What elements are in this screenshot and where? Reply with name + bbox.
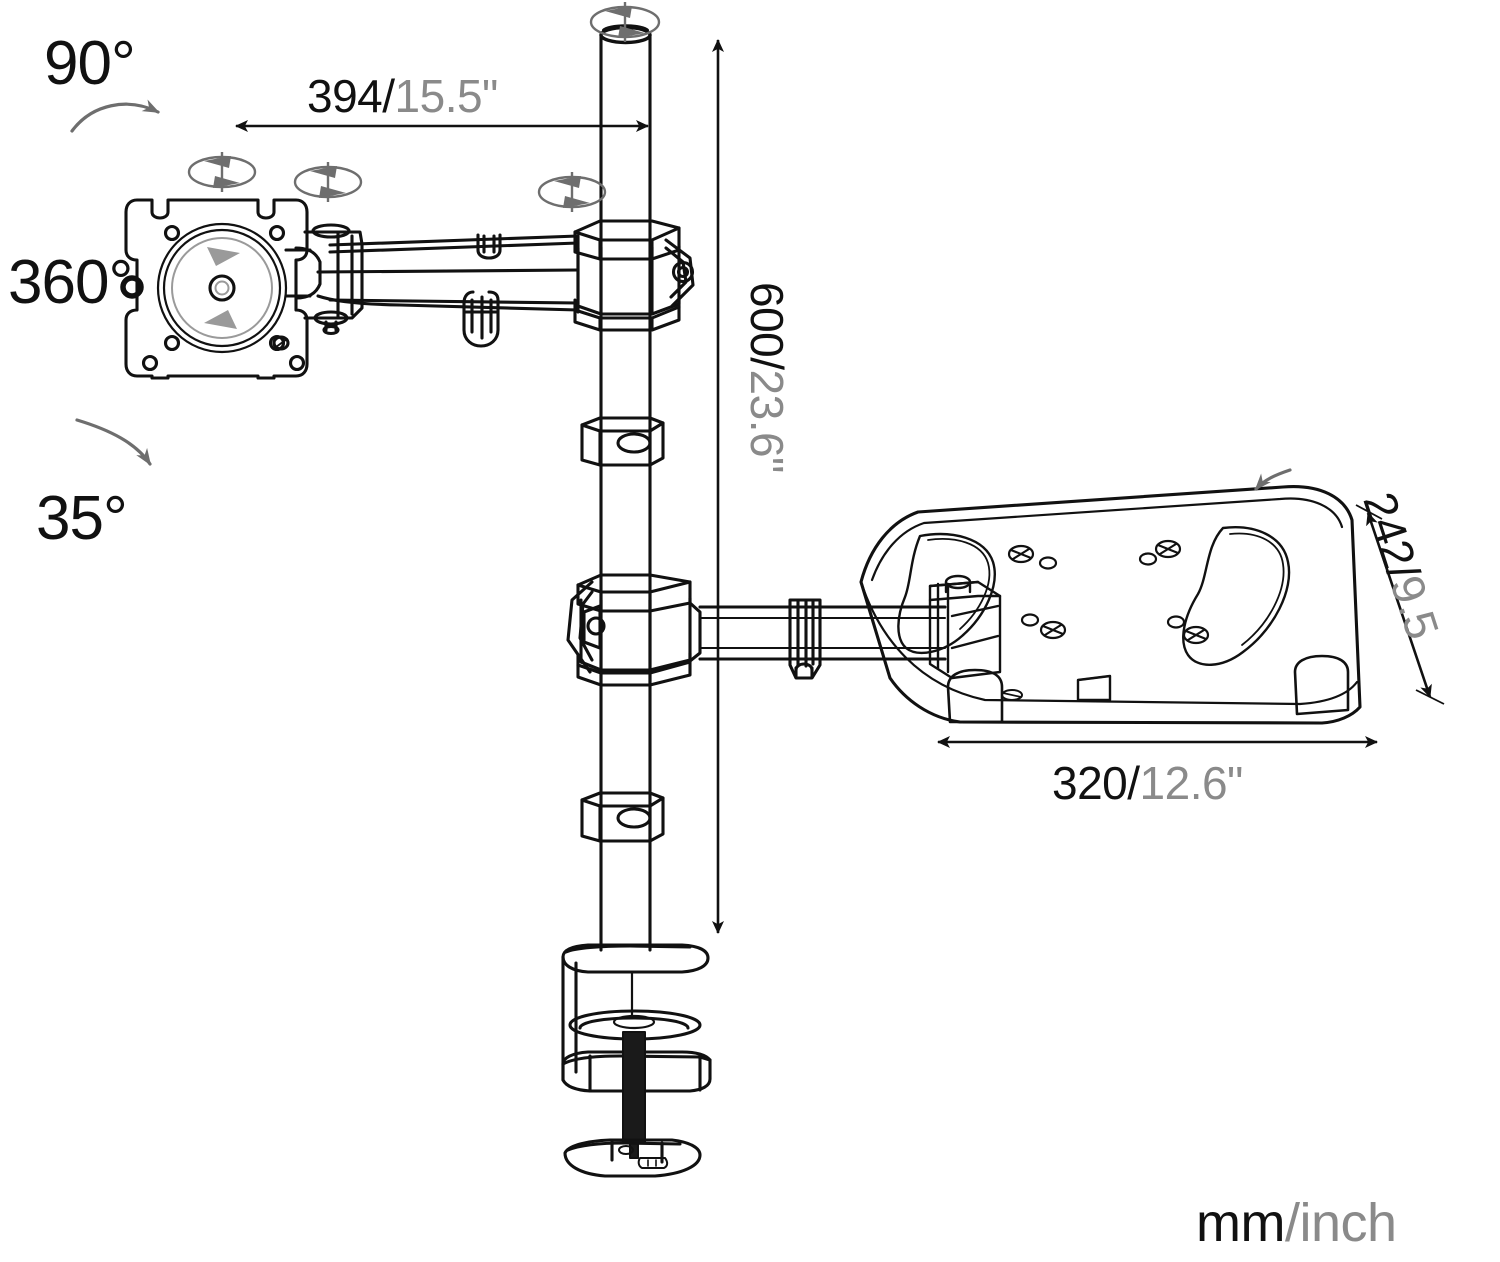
dimension-label-600: 600/23.6" (741, 282, 793, 473)
units-legend-inch: /inch (1284, 1193, 1397, 1253)
angle-label-35: 35° (36, 484, 128, 553)
dimension-lines (235, 39, 1445, 934)
angle-arrow-35 (75, 418, 152, 466)
dimension-line-242 (1366, 512, 1432, 698)
rotation-icon-vesa (187, 152, 257, 192)
cable-clip-lower (580, 791, 665, 843)
angle-arrow-tray-tilt (1254, 468, 1292, 491)
dimension-320-inch: 12.6" (1139, 757, 1244, 809)
dimension-label-320: 320/12.6" (1052, 760, 1243, 806)
laptop-tray-group (859, 485, 1362, 725)
angle-label-90: 90° (44, 29, 136, 98)
units-legend-mm: mm (1196, 1193, 1285, 1253)
rotation-arrows-360 (204, 247, 240, 329)
angle-arrows (70, 99, 1292, 491)
angle-arrow-90 (70, 99, 160, 133)
lower-joint-group (566, 573, 702, 687)
desk-clamp-group (561, 943, 712, 1178)
tray-arm-group (698, 598, 947, 680)
rotation-icon-elbow (293, 162, 363, 202)
units-legend: mm/inch (1196, 1196, 1397, 1250)
dimension-600-inch: 23.6" (741, 369, 793, 473)
rotation-icon-pole-top (589, 2, 661, 42)
dimension-394-mm: 394/ (307, 70, 395, 122)
dimension-394-inch: 15.5" (394, 70, 499, 122)
vesa-plate-group (120, 198, 309, 380)
upper-joint-group (573, 219, 695, 332)
angle-label-360: 360° (8, 248, 133, 317)
dimension-320-mm: 320/ (1052, 757, 1140, 809)
rotation-icon-arm-base (537, 172, 607, 212)
cable-clip-upper (580, 416, 665, 467)
rotation-icons (187, 2, 661, 329)
pole-group (599, 24, 652, 952)
monitor-arm-group (284, 223, 580, 348)
dimension-600-mm: 600/ (741, 282, 793, 370)
dimension-label-394: 394/15.5" (307, 73, 498, 119)
